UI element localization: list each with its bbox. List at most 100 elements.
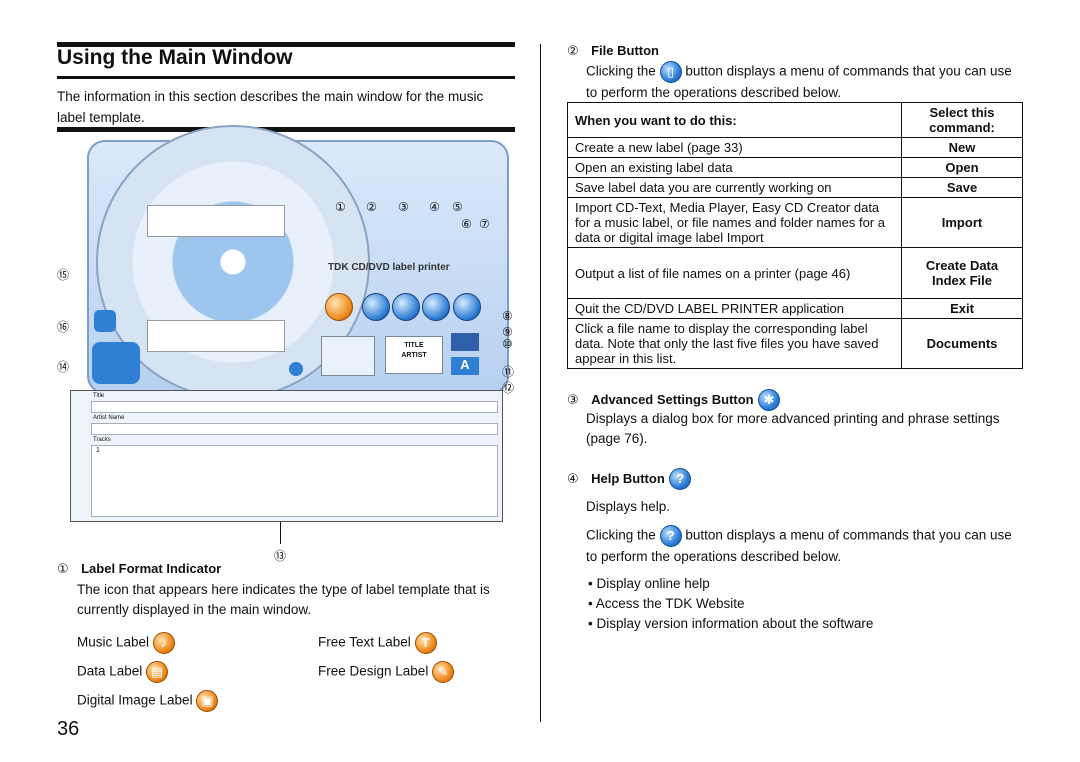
list-item: • Access the TDK Website — [588, 596, 745, 611]
table-row: Output a list of file names on a printer… — [567, 247, 1023, 299]
advanced-num: ③ — [567, 392, 579, 408]
thumb-artist: ARTIST — [401, 352, 427, 359]
callout-3: ③ — [398, 200, 409, 214]
column-divider — [540, 44, 541, 722]
help-text-before: Clicking the — [586, 527, 656, 543]
table-row: Save label data you are currently workin… — [567, 177, 1023, 198]
label-format-indicator — [325, 293, 353, 321]
file-text-before: Clicking the — [586, 63, 656, 79]
label-type-music: Music Label ♪ — [77, 632, 175, 654]
question-icon: ? — [659, 525, 682, 547]
file-button[interactable] — [362, 293, 390, 321]
form-label-tracks: Tracks — [93, 437, 111, 443]
bullet-text: Display version information about the so… — [596, 616, 874, 631]
label-format-heading: ① Label Format Indicator — [57, 560, 221, 578]
callout-15: ⑮ — [57, 268, 70, 282]
eject-button[interactable] — [94, 310, 116, 332]
list-item: • Display version information about the … — [588, 616, 874, 631]
file-icon: ▯ — [659, 61, 682, 83]
help-title: Help Button — [591, 471, 665, 487]
layout-thumb-1[interactable] — [321, 336, 375, 376]
title-rule-bottom — [57, 76, 515, 79]
label-type-data: Data Label ▤ — [77, 661, 169, 683]
row-what: Open an existing label data — [567, 157, 902, 178]
label-format-num: ① — [57, 561, 69, 576]
callout-12: ⑫ — [502, 381, 515, 395]
advanced-text: Displays a dialog box for more advanced … — [586, 411, 1000, 446]
table-row: Create a new label (page 33)New — [567, 137, 1023, 158]
callout-1: ① — [335, 200, 346, 214]
bullet-text: Access the TDK Website — [595, 596, 745, 611]
brand-logo: TDK CD/DVD label printer — [328, 262, 450, 273]
help-text-2: Clicking the ? button displays a menu of… — [586, 525, 1026, 567]
file-button-title: File Button — [591, 43, 659, 58]
row-what: Quit the CD/DVD LABEL PRINTER applicatio… — [567, 298, 902, 319]
row-cmd: Documents — [901, 318, 1023, 369]
form-label-title: Title — [93, 393, 105, 399]
col-header-what: When you want to do this: — [567, 102, 902, 138]
tracks-first-line: 1 — [96, 447, 100, 454]
intro-rule — [57, 127, 515, 132]
table-row: Import CD-Text, Media Player, Easy CD Cr… — [567, 197, 1023, 248]
row-what: Import CD-Text, Media Player, Easy CD Cr… — [567, 197, 902, 248]
help-heading: ④ Help Button ? — [567, 468, 692, 490]
music-note-icon: ♪ — [152, 632, 175, 654]
callout-7: ⑦ — [479, 217, 490, 231]
col-header-command: Select this command: — [901, 102, 1023, 138]
callout-4: ④ — [429, 200, 440, 214]
free-design-label-text: Free Design Label — [318, 663, 429, 679]
bullet-text: Display online help — [596, 576, 710, 591]
callout-5: ⑤ — [452, 200, 463, 214]
image-button[interactable] — [451, 333, 479, 351]
zoom-button[interactable] — [289, 362, 303, 376]
list-item: • Display online help — [588, 576, 710, 591]
callout-11: ⑪ — [502, 365, 515, 379]
image-label-text: Digital Image Label — [77, 692, 193, 708]
file-button-num: ② — [567, 43, 579, 58]
row-cmd: New — [901, 137, 1023, 158]
title-field[interactable] — [91, 401, 498, 413]
free-design-icon: ✎ — [432, 661, 455, 683]
file-button-heading: ② File Button — [567, 42, 659, 60]
callout-9: ⑨ — [502, 325, 513, 339]
disc-text-box-bottom — [147, 320, 285, 352]
font-button[interactable]: A — [451, 357, 479, 375]
help-button[interactable] — [422, 293, 450, 321]
advanced-settings-button[interactable] — [392, 293, 420, 321]
data-label-text: Data Label — [77, 663, 143, 679]
data-icon: ▤ — [146, 661, 169, 683]
callout-14: ⑭ — [57, 360, 70, 374]
image-icon: ▣ — [196, 690, 219, 712]
label-format-text: The icon that appears here indicates the… — [77, 582, 490, 617]
callout-16: ⑯ — [57, 320, 70, 334]
table-row: Click a file name to display the corresp… — [567, 318, 1023, 369]
artist-field[interactable] — [91, 423, 498, 435]
label-type-image: Digital Image Label ▣ — [77, 690, 219, 712]
thumb-title: TITLE — [404, 342, 424, 349]
help-text-after: button displays a menu of commands that … — [586, 527, 1012, 564]
music-label-text: Music Label — [77, 634, 150, 650]
free-text-icon: T — [414, 632, 437, 654]
page-title: Using the Main Window — [57, 46, 293, 69]
callout-6: ⑥ — [461, 217, 472, 231]
row-what: Save label data you are currently workin… — [567, 177, 902, 198]
layout-thumb-2[interactable]: TITLE ARTIST — [385, 336, 443, 374]
callout-10: ⑩ — [502, 337, 513, 351]
tracks-field[interactable] — [91, 445, 498, 517]
file-text-after: button displays a menu of commands that … — [586, 63, 1012, 100]
callout-8: ⑧ — [502, 309, 513, 323]
row-cmd: Create Data Index File — [901, 247, 1023, 299]
question-icon: ? — [669, 468, 692, 490]
wrench-icon: ✱ — [758, 389, 781, 411]
free-text-label-text: Free Text Label — [318, 634, 411, 650]
row-cmd: Open — [901, 157, 1023, 178]
help-bullet-list: • Display online help • Access the TDK W… — [588, 574, 873, 634]
print-button[interactable] — [92, 342, 140, 384]
advanced-heading: ③ Advanced Settings Button ✱ — [567, 389, 781, 411]
advanced-title: Advanced Settings Button — [591, 392, 754, 408]
callout-13: ⑬ — [274, 549, 287, 563]
user-button[interactable] — [453, 293, 481, 321]
label-format-title: Label Format Indicator — [81, 561, 222, 576]
row-cmd: Exit — [901, 298, 1023, 319]
